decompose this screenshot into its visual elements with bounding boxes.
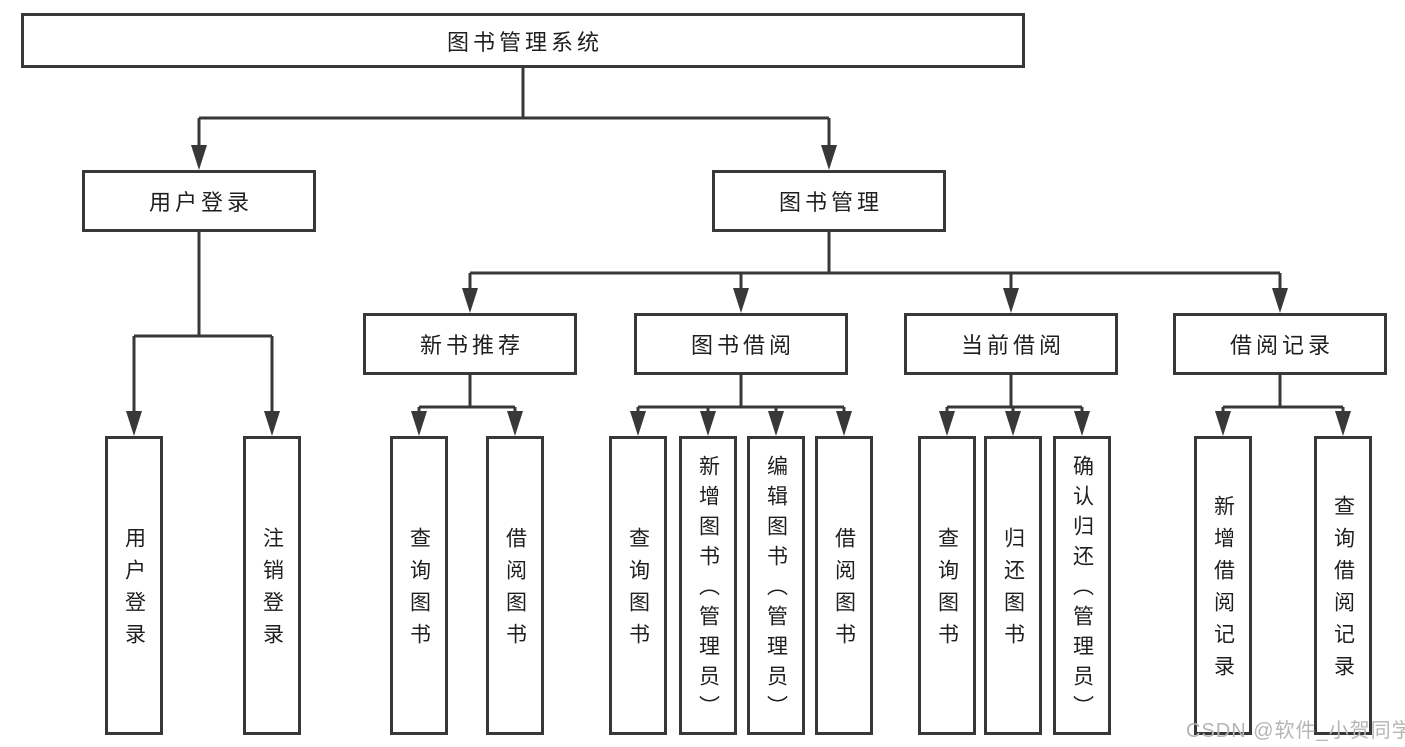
arrowhead-icon <box>1215 411 1231 436</box>
node-label: 新书推荐 <box>419 333 524 358</box>
arrowhead-icon <box>1272 288 1288 313</box>
node-label: 借阅记录 <box>1229 333 1334 358</box>
arrowhead-icon <box>939 411 955 436</box>
node-label: 注销登录 <box>260 527 284 655</box>
node-return-books: 归还图书 <box>984 436 1042 735</box>
node-query-books-current: 查询图书 <box>918 436 976 735</box>
node-borrow-books-borrowing: 借阅图书 <box>815 436 873 735</box>
node-book-management: 图书管理 <box>712 170 946 232</box>
arrowhead-icon <box>1074 411 1090 436</box>
arrowhead-icon <box>1005 411 1021 436</box>
node-new-book-recommendation: 新书推荐 <box>363 313 577 375</box>
node-label: 图书借阅 <box>690 333 795 358</box>
node-book-borrowing: 图书借阅 <box>634 313 848 375</box>
node-label: 查询借阅记录 <box>1331 495 1355 687</box>
node-library-management-system: 图书管理系统 <box>21 13 1025 68</box>
node-label: 查询图书 <box>407 527 431 655</box>
node-label: 图书管理系统 <box>446 29 603 55</box>
node-label: 编辑图书（管理员） <box>764 455 788 725</box>
node-query-borrow-record: 查询借阅记录 <box>1314 436 1372 735</box>
node-user-login: 用户登录 <box>82 170 316 232</box>
arrowhead-icon <box>411 411 427 436</box>
arrowhead-icon <box>821 145 837 170</box>
arrowhead-icon <box>733 288 749 313</box>
arrowhead-icon <box>836 411 852 436</box>
arrowhead-icon <box>1003 288 1019 313</box>
node-label: 用户登录 <box>122 527 146 655</box>
node-label: 当前借阅 <box>960 333 1065 358</box>
node-label: 查询图书 <box>935 527 959 655</box>
node-label: 确认归还（管理员） <box>1070 455 1094 725</box>
node-query-books-borrowing: 查询图书 <box>609 436 667 735</box>
node-add-book-admin: 新增图书（管理员） <box>679 436 737 735</box>
node-label: 归还图书 <box>1001 527 1025 655</box>
arrowhead-icon <box>191 145 207 170</box>
node-current-borrowing: 当前借阅 <box>904 313 1118 375</box>
node-confirm-return-admin: 确认归还（管理员） <box>1053 436 1111 735</box>
arrowhead-icon <box>1335 411 1351 436</box>
node-label: 借阅图书 <box>832 527 856 655</box>
arrowhead-icon <box>507 411 523 436</box>
node-label: 用户登录 <box>148 190 253 215</box>
arrowhead-icon <box>462 288 478 313</box>
arrowhead-icon <box>768 411 784 436</box>
node-label: 图书管理 <box>778 190 883 215</box>
arrowhead-icon <box>264 411 280 436</box>
node-label: 新增图书（管理员） <box>696 455 720 725</box>
node-label: 借阅图书 <box>503 527 527 655</box>
node-borrow-books-recommend: 借阅图书 <box>486 436 544 735</box>
node-edit-book-admin: 编辑图书（管理员） <box>747 436 805 735</box>
arrowhead-icon <box>630 411 646 436</box>
arrowhead-icon <box>126 411 142 436</box>
node-logout: 注销登录 <box>243 436 301 735</box>
node-query-books-recommend: 查询图书 <box>390 436 448 735</box>
node-label: 查询图书 <box>626 527 650 655</box>
arrowhead-icon <box>700 411 716 436</box>
node-user-login-leaf: 用户登录 <box>105 436 163 735</box>
watermark: CSDN @软件_小贺同学 <box>1186 720 1405 742</box>
node-borrowing-records: 借阅记录 <box>1173 313 1387 375</box>
node-add-borrow-record: 新增借阅记录 <box>1194 436 1252 735</box>
node-label: 新增借阅记录 <box>1211 495 1235 687</box>
